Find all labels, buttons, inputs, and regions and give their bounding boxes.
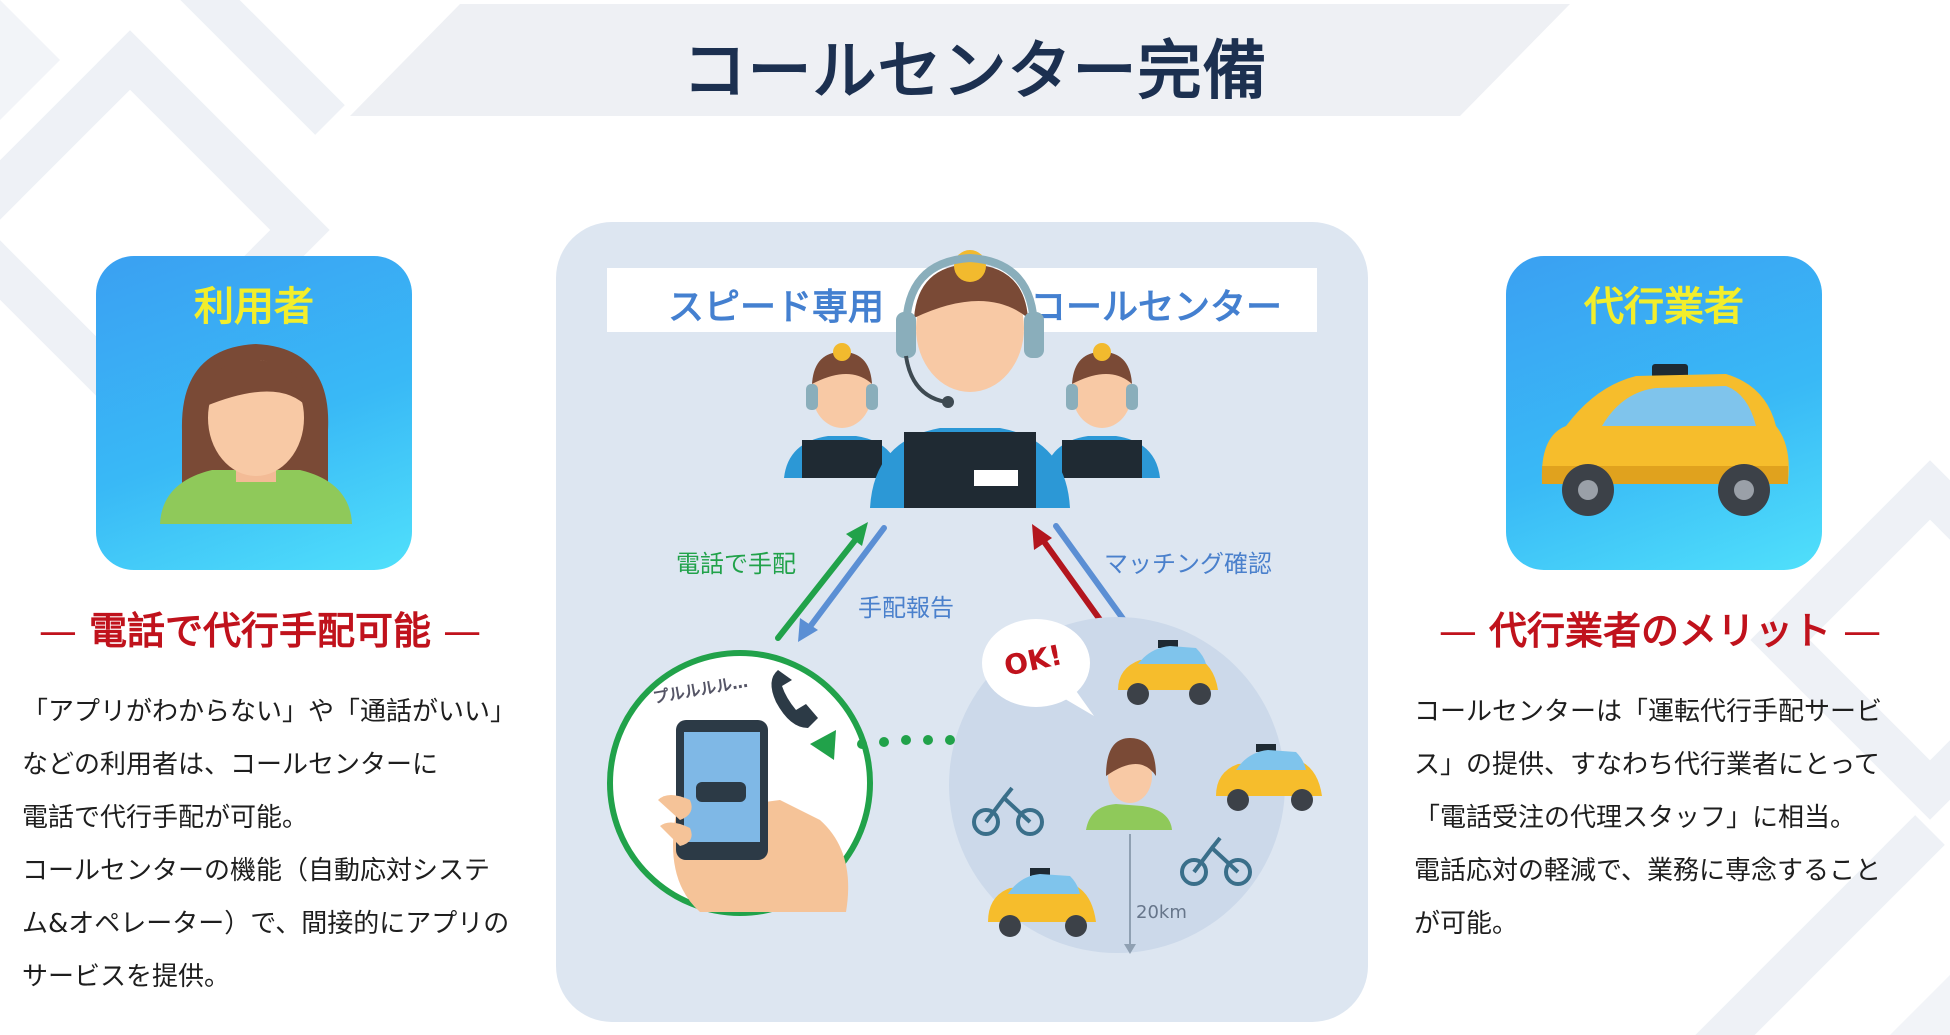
text-line: 電話で代行手配が可能。 bbox=[22, 803, 309, 833]
driver-card: 代行業者 bbox=[1506, 256, 1822, 570]
text-line: などの利用者は、コールセンターに bbox=[22, 750, 439, 780]
operator-left-icon bbox=[784, 343, 900, 478]
incoming-arrow-head bbox=[810, 730, 836, 760]
yellow-car-icon bbox=[1216, 744, 1322, 811]
operator-main-icon bbox=[870, 250, 1070, 508]
woman-avatar-icon bbox=[160, 344, 352, 524]
banner-left-label: スピード専用 bbox=[668, 287, 885, 328]
arrow-order-report bbox=[803, 525, 887, 635]
heading-dash-right: — bbox=[1831, 609, 1882, 653]
driver-heading-text: 代行業者のメリット bbox=[1488, 609, 1831, 653]
text-line: が可能。 bbox=[1414, 909, 1519, 939]
arrow-phone-order bbox=[775, 531, 863, 641]
user-heading: — 電話で代行手配可能 — bbox=[20, 600, 500, 655]
text-line: サービスを提供。 bbox=[22, 962, 231, 992]
heading-dash-right: — bbox=[431, 609, 482, 653]
text-line: 電話応対の軽減で、業務に専念すること bbox=[1414, 856, 1881, 886]
yellow-car-icon bbox=[988, 868, 1096, 937]
bicycle-icon bbox=[972, 786, 1044, 836]
title-band bbox=[350, 4, 1570, 116]
operator-right-icon bbox=[1044, 343, 1160, 478]
page-title: コールセンター完備 bbox=[682, 35, 1268, 109]
user-card: 利用者 bbox=[96, 256, 412, 570]
car-icon bbox=[1541, 364, 1789, 516]
text-line: コールセンターは「運転代行手配サービ bbox=[1414, 697, 1883, 727]
heading-dash-left: — bbox=[38, 609, 89, 653]
user-description: 「アプリがわからない」や「通話がいい」 などの利用者は、コールセンターに 電話で… bbox=[22, 686, 516, 1004]
text-line: ム&オペレーター）で、間接的にアプリの bbox=[22, 909, 510, 939]
telephone-receiver-icon bbox=[771, 670, 818, 728]
user-location-icon bbox=[1086, 738, 1172, 830]
heading-dash-left: — bbox=[1438, 609, 1489, 653]
banner-right-label: コールセンター bbox=[1030, 287, 1283, 328]
text-line: 「電話受注の代理スタッフ」に相当。 bbox=[1414, 803, 1857, 833]
smartphone-hand-icon bbox=[658, 720, 849, 912]
text-line: ス」の提供、すなわち代行業者にとって bbox=[1414, 750, 1880, 780]
yellow-car-icon bbox=[1118, 640, 1218, 705]
text-line: コールセンターの機能（自動応対システ bbox=[22, 856, 491, 886]
user-card-label: 利用者 bbox=[194, 284, 314, 330]
distance-label: 20km bbox=[1136, 902, 1187, 923]
driver-heading: — 代行業者のメリット — bbox=[1420, 600, 1900, 655]
ok-speech-bubble-icon bbox=[982, 619, 1094, 716]
text-line: 「アプリがわからない」や「通話がいい」 bbox=[22, 697, 517, 727]
driver-description: コールセンターは「運転代行手配サービ ス」の提供、すなわち代行業者にとって 「電… bbox=[1414, 686, 1882, 951]
arrow-matching-down bbox=[1053, 523, 1137, 637]
arrow-order-report-label: 手配報告 bbox=[858, 594, 954, 622]
bicycle-icon bbox=[1180, 836, 1252, 886]
arrow-phone-order-label: 電話で手配 bbox=[676, 550, 796, 578]
driver-card-label: 代行業者 bbox=[1584, 284, 1744, 330]
arrow-matching-label: マッチング確認 bbox=[1104, 550, 1272, 578]
user-heading-text: 電話で代行手配可能 bbox=[88, 609, 431, 653]
